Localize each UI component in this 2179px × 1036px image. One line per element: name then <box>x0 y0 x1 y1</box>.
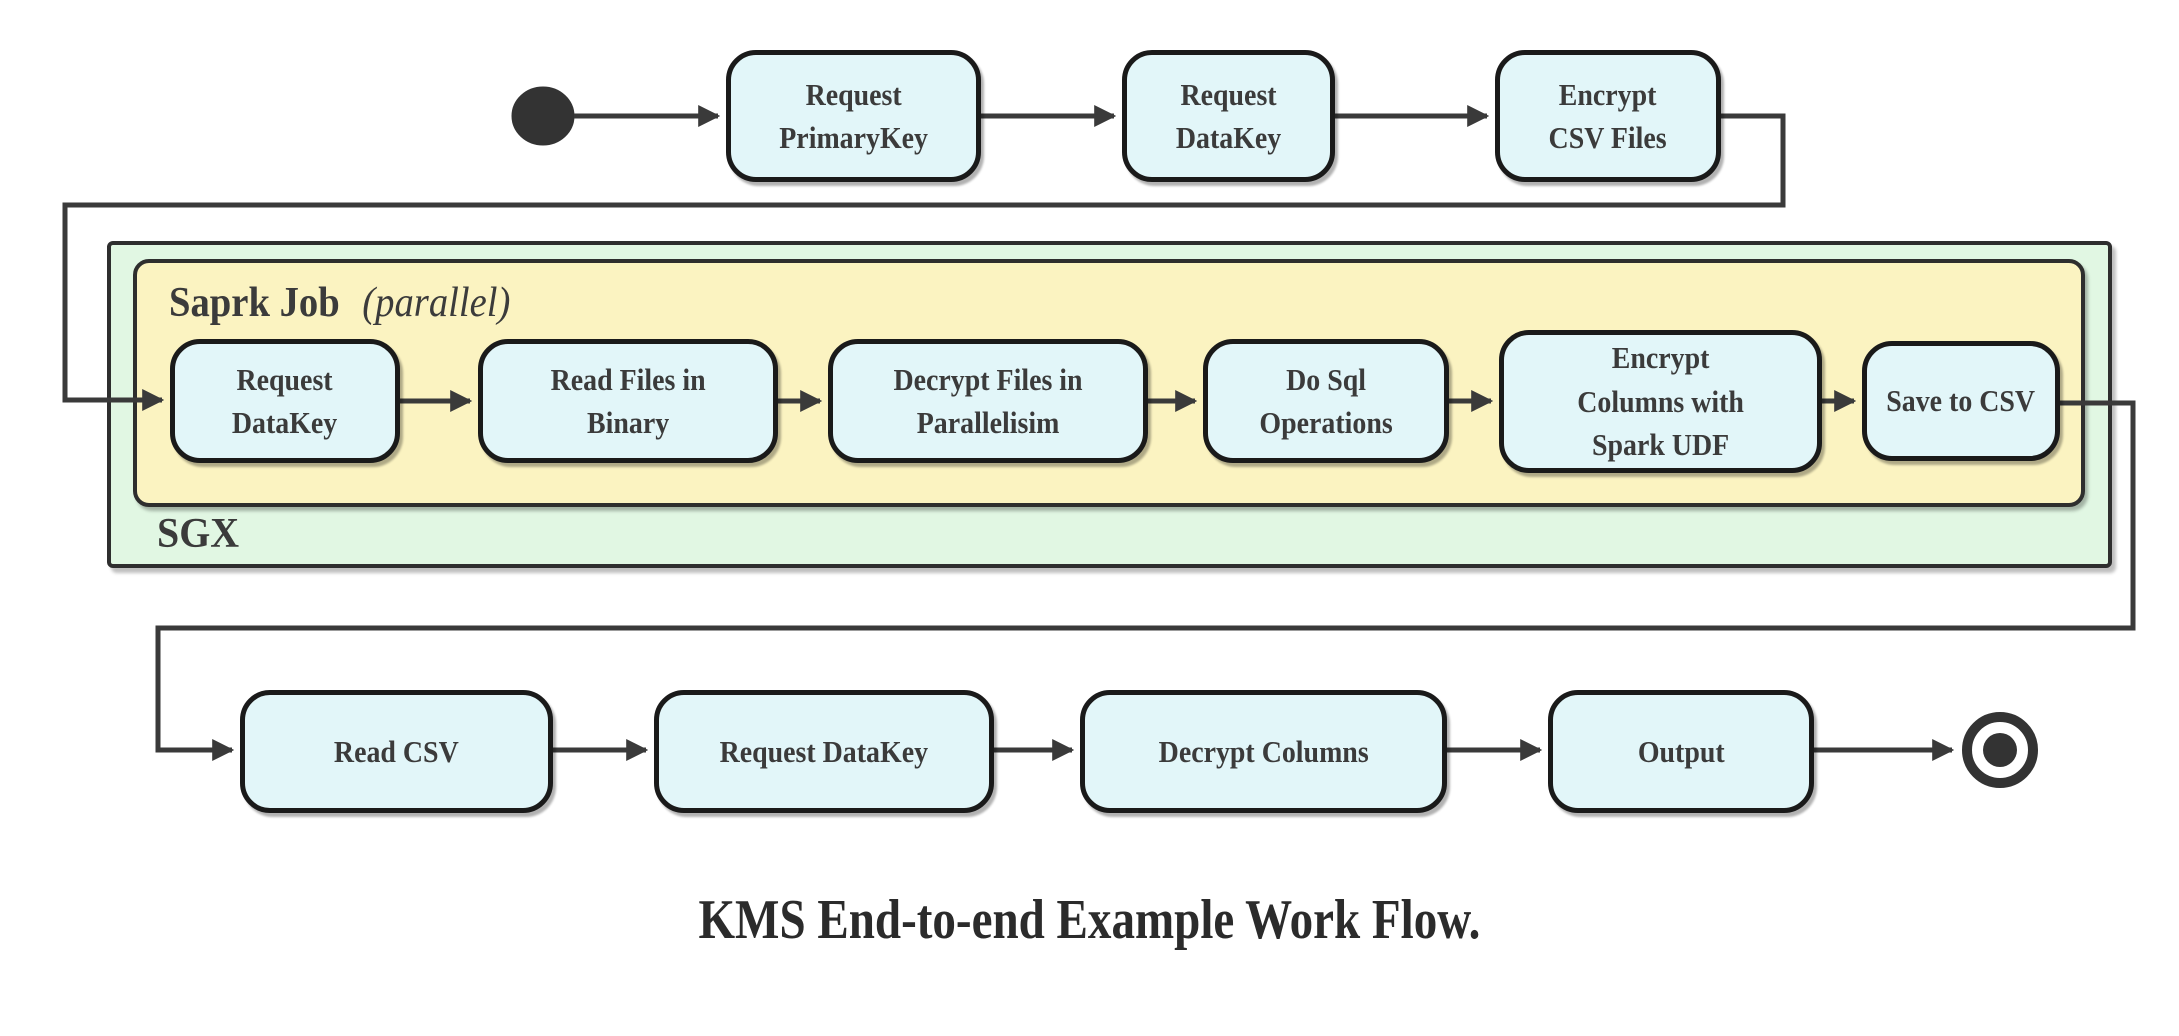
label-line: Output <box>1637 733 1725 769</box>
edge-save-csv-to-read-csv <box>155 400 2136 762</box>
node-label: Request DataKey <box>1176 73 1281 160</box>
label-line: Encrypt <box>1611 340 1710 376</box>
label-line: Binary <box>586 405 670 440</box>
end-node-icon <box>1962 712 2038 788</box>
node-request-primarykey: Request PrimaryKey <box>726 50 981 182</box>
label-line: Request <box>1180 76 1277 112</box>
label-line: CSV Files <box>1548 120 1668 155</box>
node-request-datakey-bottom: Request DataKey <box>654 690 994 813</box>
node-decrypt-columns: Decrypt Columns <box>1080 690 1447 813</box>
node-label: Read Files in Binary <box>550 358 705 445</box>
label-line: Encrypt <box>1559 76 1657 112</box>
node-decrypt-files-in-parallelisim: Decrypt Files in Parallelisim <box>828 339 1148 463</box>
spark-job-qualifier: (parallel) <box>362 280 511 326</box>
node-request-datakey-top: Request DataKey <box>1122 50 1335 182</box>
diagram-caption-text: KMS End-to-end Example Work Flow. <box>698 889 1481 951</box>
label-line: Read Files in <box>550 361 706 397</box>
diagram-caption: KMS End-to-end Example Work Flow. <box>0 888 2179 952</box>
node-encrypt-columns-with-spark-udf: Encrypt Columns with Spark UDF <box>1499 330 1822 473</box>
label-line: Do Sql <box>1286 361 1366 397</box>
node-label: Decrypt Columns <box>1158 730 1368 773</box>
sgx-label: SGX <box>157 511 240 557</box>
label-line: Request DataKey <box>719 733 929 769</box>
label-line: DataKey <box>1175 120 1282 155</box>
node-label: Save to CSV <box>1887 379 2036 422</box>
label-line: Operations <box>1259 405 1393 440</box>
label-line: Save to CSV <box>1886 383 2036 419</box>
node-encrypt-csv-files: Encrypt CSV Files <box>1495 50 1721 182</box>
label-line: Read CSV <box>334 733 459 769</box>
node-label: Read CSV <box>334 730 459 773</box>
node-label: Encrypt Columns with Spark UDF <box>1577 336 1744 466</box>
node-read-csv: Read CSV <box>240 690 553 813</box>
spark-job-label: Saprk Job (parallel) <box>169 279 510 327</box>
label-line: PrimaryKey <box>779 120 928 155</box>
node-label: Request DataKey <box>232 358 337 445</box>
node-label: Decrypt Files in Parallelisim <box>893 358 1082 445</box>
node-read-files-in-binary: Read Files in Binary <box>478 339 778 463</box>
node-label: Do Sql Operations <box>1259 358 1392 445</box>
edge-encrypt-csv-to-sgx-request-datakey <box>62 113 1786 412</box>
node-label: Encrypt CSV Files <box>1549 73 1667 160</box>
node-label: Output <box>1638 730 1725 773</box>
label-line: Decrypt Columns <box>1158 733 1369 769</box>
label-line: Request <box>236 361 334 397</box>
node-output: Output <box>1548 690 1814 813</box>
label-line: Spark UDF <box>1591 427 1730 463</box>
node-sgx-request-datakey: Request DataKey <box>170 339 400 463</box>
label-line: Decrypt Files in <box>893 361 1083 397</box>
node-do-sql-operations: Do Sql Operations <box>1203 339 1449 463</box>
node-label: Request PrimaryKey <box>779 73 928 160</box>
label-line: Parallelisim <box>916 405 1060 440</box>
node-label: Request DataKey <box>720 730 928 773</box>
start-node-icon <box>511 86 575 146</box>
node-save-to-csv: Save to CSV <box>1862 341 2060 461</box>
label-line: Columns with <box>1577 383 1744 419</box>
spark-job-title: Saprk Job <box>169 280 340 326</box>
label-line: DataKey <box>232 405 338 440</box>
label-line: Request <box>805 76 902 112</box>
